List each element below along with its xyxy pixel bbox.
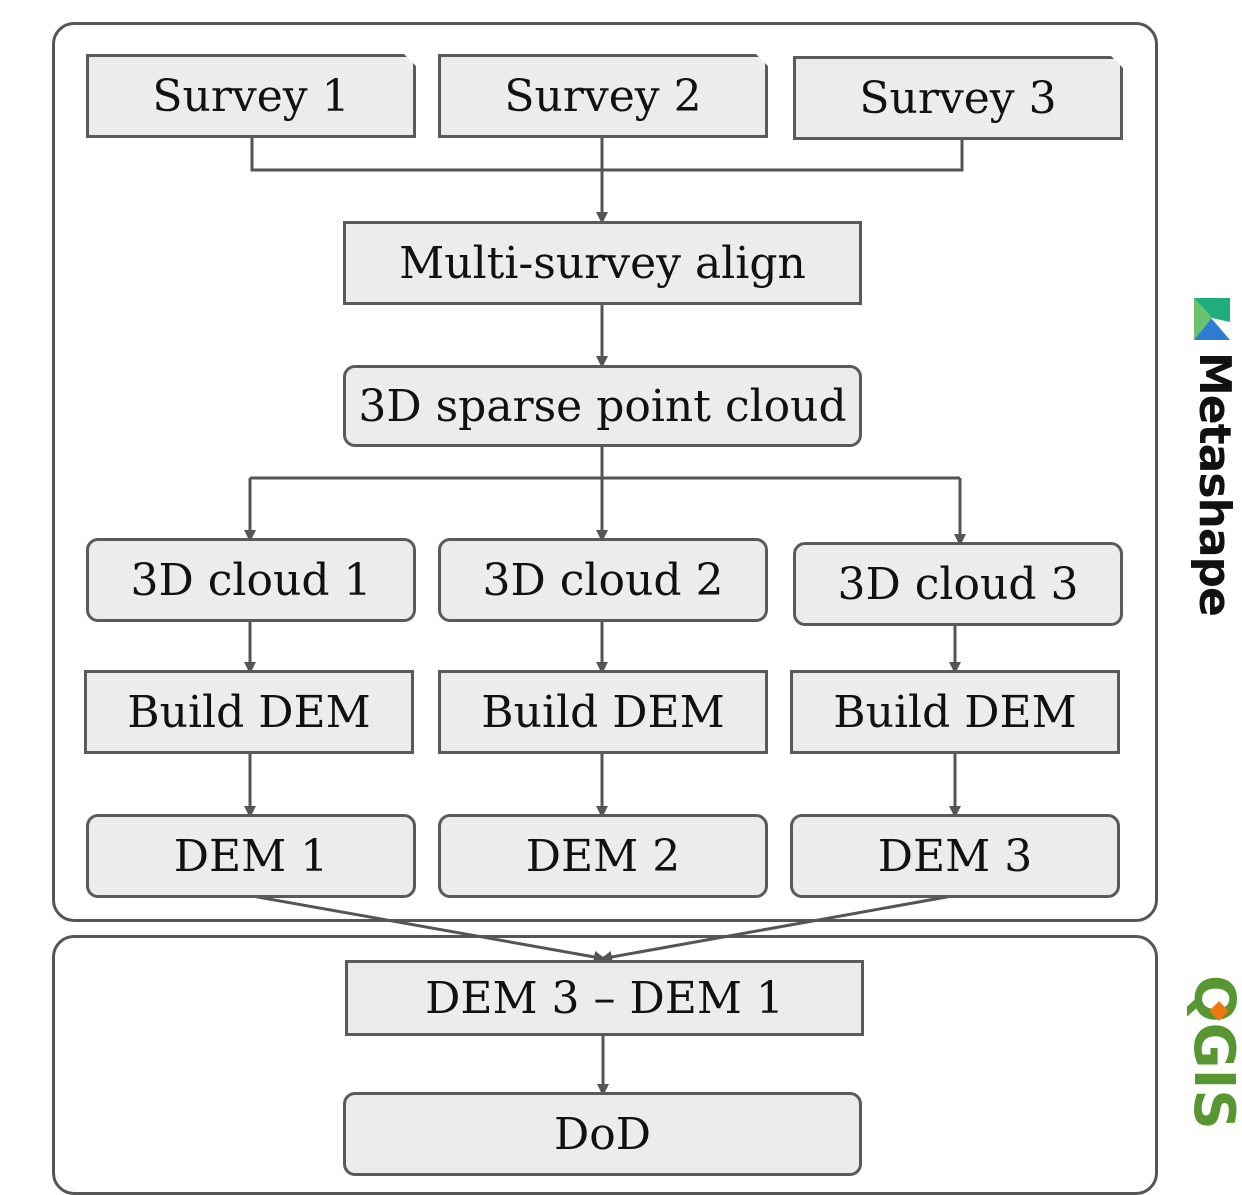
dem-2-node: DEM 2 [438,814,768,898]
metashape-panel [52,22,1158,922]
qgis-label: QGIS [1181,975,1242,1130]
sparse-point-cloud-node: 3D sparse point cloud [343,365,862,447]
edge-survey3-merge [602,138,964,172]
build-dem-3-node: Build DEM [790,670,1120,754]
qgis-logo: QGIS [1181,975,1242,1130]
metashape-logo-icon [1194,298,1230,340]
edge-dem1-diff [251,894,606,963]
multi-survey-align-node: Multi-survey align [343,221,862,305]
survey-2-node: Survey 2 [438,54,768,138]
edges-layer [244,136,966,1096]
cloud-1-node: 3D cloud 1 [86,538,416,622]
build-dem-1-node: Build DEM [84,670,414,754]
survey-3-node: Survey 3 [793,56,1123,140]
edge-survey1-merge [250,136,602,172]
survey-1-node: Survey 1 [86,54,416,138]
dem-difference-node: DEM 3 – DEM 1 [345,960,864,1036]
build-dem-2-node: Build DEM [438,670,768,754]
edge-dem3-diff [600,894,953,963]
metashape-label: Metashape [1189,352,1240,616]
dem-1-node: DEM 1 [86,814,416,898]
dod-node: DoD [343,1092,862,1176]
cloud-3-node: 3D cloud 3 [793,542,1123,626]
cloud-2-node: 3D cloud 2 [438,538,768,622]
dem-3-node: DEM 3 [790,814,1120,898]
